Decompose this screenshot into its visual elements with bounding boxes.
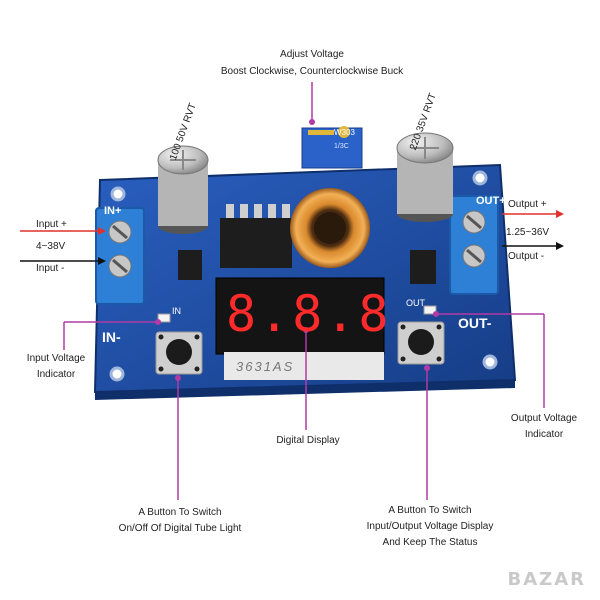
left-button-label-2: On/Off Of Digital Tube Light [118, 523, 242, 534]
pot-label: W303 [334, 128, 355, 137]
right-button-label-3: And Keep The Status [382, 537, 478, 548]
output-indicator-label-1: Output Voltage [510, 413, 578, 424]
seven-segment-display [215, 277, 385, 380]
output-plus-label: Output + [508, 199, 547, 210]
input-arrows [20, 227, 106, 265]
mounting-holes [109, 170, 498, 382]
adjust-voltage-title: Adjust Voltage [280, 49, 344, 60]
right-button-label-2: Input/Output Voltage Display [366, 521, 494, 532]
input-indicator-label-2: Indicator [36, 369, 76, 380]
watermark: BAZAR [507, 569, 586, 590]
pot-code: 1/3C [334, 143, 349, 150]
left-button-body [155, 331, 203, 375]
input-led [157, 313, 171, 323]
right-button-label-1: A Button To Switch [388, 505, 472, 516]
right-capacitor [396, 132, 454, 222]
input-indicator-label-1: Input Voltage [26, 353, 86, 364]
digital-display-label: Digital Display [276, 435, 340, 446]
input-plus-label: Input + [36, 219, 67, 230]
inductor-coil [290, 188, 370, 268]
left-capacitor [157, 145, 209, 234]
display-digits: 8.8.8 [226, 285, 392, 343]
silk-in-plus: IN+ [104, 205, 122, 217]
output-arrows [502, 210, 564, 250]
right-button-body [397, 321, 445, 365]
regulator-chip [220, 204, 292, 268]
output-led [423, 305, 437, 315]
output-minus-label: Output - [508, 251, 545, 262]
output-indicator-label-2: Indicator [524, 429, 564, 440]
silk-in-minus: IN- [102, 329, 121, 345]
silk-out: OUT [406, 298, 425, 308]
output-range-label: 1.25~36V [506, 227, 550, 238]
silk-out-minus: OUT- [458, 315, 492, 331]
display-code: 3631AS [236, 359, 295, 374]
diode [410, 250, 436, 284]
mosfet [178, 250, 202, 280]
silk-in: IN [172, 306, 181, 316]
input-range-label: 4~38V [36, 241, 66, 252]
adjust-voltage-desc: Boost Clockwise, Counterclockwise Buck [220, 66, 404, 77]
input-minus-label: Input - [36, 263, 65, 274]
silk-out-plus: OUT+ [476, 195, 506, 207]
callout-lines [63, 82, 545, 500]
output-terminal-block [449, 195, 499, 295]
callout-dots [155, 119, 439, 381]
left-button-label-1: A Button To Switch [138, 507, 222, 518]
potentiometer [301, 126, 363, 169]
input-terminal-block [95, 207, 145, 305]
